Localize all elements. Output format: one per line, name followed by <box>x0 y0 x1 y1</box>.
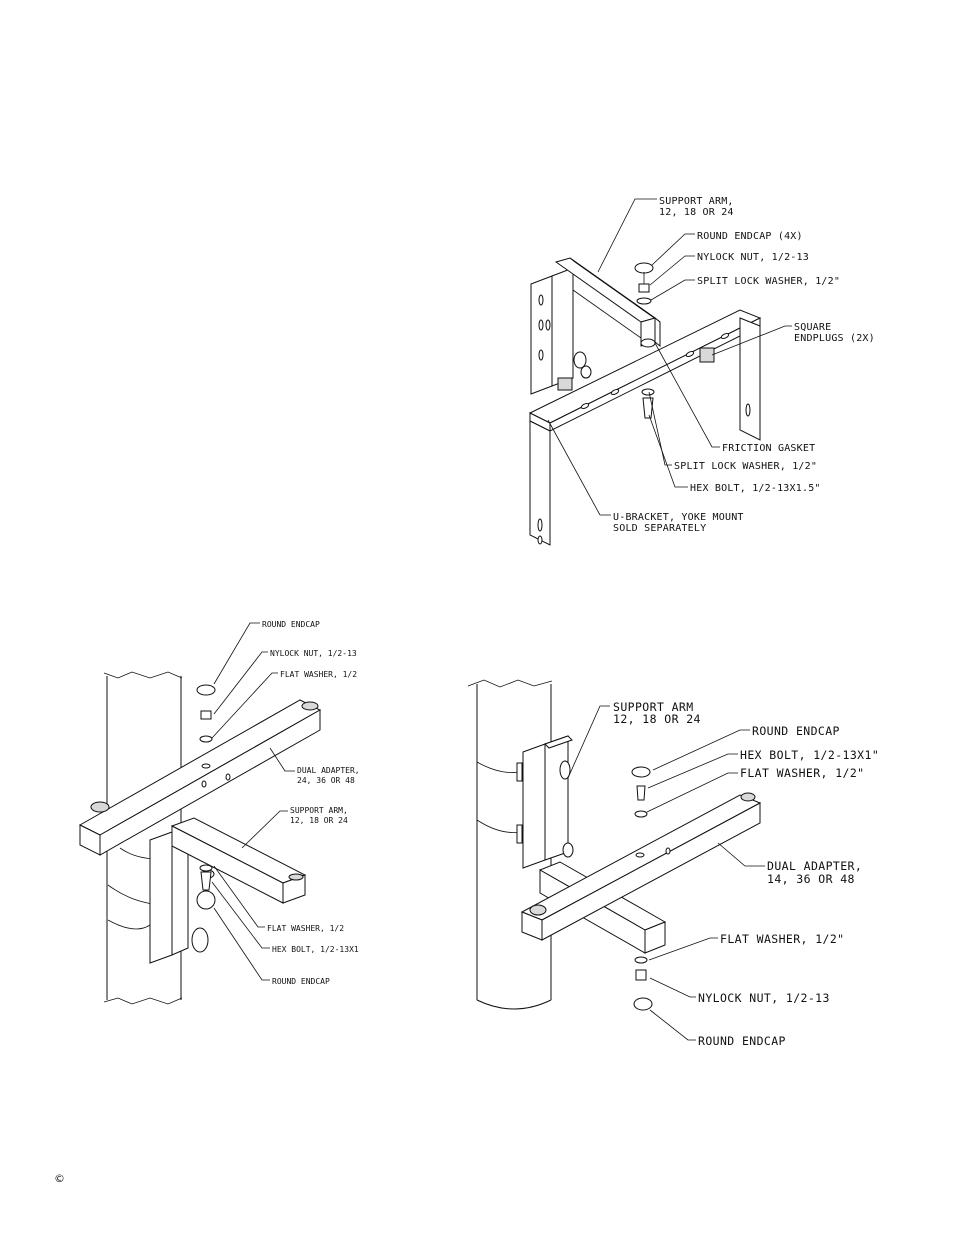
label-left-nylock-nut: NYLOCK NUT, 1/2-13 <box>270 649 357 658</box>
label-left-dual-adapter-line2: 24, 36 OR 48 <box>297 776 355 785</box>
diagram-top: SUPPORT ARM, 12, 18 OR 24 ROUND ENDCAP (… <box>528 196 875 546</box>
label-right-support-arm-line2: 12, 18 OR 24 <box>613 712 701 726</box>
label-right-support-arm-line1: SUPPORT ARM <box>613 700 694 714</box>
label-u-bracket-line2: SOLD SEPARATELY <box>613 523 706 534</box>
label-nylock-nut: NYLOCK NUT, 1/2-13 <box>697 252 809 263</box>
label-u-bracket-line1: U-BRACKET, YOKE MOUNT <box>613 512 744 523</box>
dual-adapter-drawing-right <box>520 792 762 941</box>
label-left-dual-adapter-line1: DUAL ADAPTER, <box>297 766 360 775</box>
label-right-round-endcap-bottom: ROUND ENDCAP <box>698 1034 786 1048</box>
label-square-endplugs-line2: ENDPLUGS (2X) <box>794 333 875 344</box>
label-support-arm-line1: SUPPORT ARM, <box>659 196 734 207</box>
label-square-endplugs-line1: SQUARE <box>794 322 831 333</box>
leader-lines-left <box>211 622 295 981</box>
label-right-flat-washer-bottom: FLAT WASHER, 1/2" <box>720 932 845 946</box>
diagram-left: ROUND ENDCAP NYLOCK NUT, 1/2-13 FLAT WAS… <box>78 620 360 1005</box>
support-arm-drawing <box>530 257 661 395</box>
label-left-round-endcap-top: ROUND ENDCAP <box>262 620 320 629</box>
label-left-support-arm-line1: SUPPORT ARM, <box>290 806 348 815</box>
label-split-lock-washer-top: SPLIT LOCK WASHER, 1/2" <box>697 276 840 287</box>
label-support-arm-line2: 12, 18 OR 24 <box>659 207 734 218</box>
label-left-hex-bolt: HEX BOLT, 1/2-13X1 <box>272 945 359 954</box>
label-right-nylock-nut: NYLOCK NUT, 1/2-13 <box>698 991 830 1005</box>
label-hex-bolt: HEX BOLT, 1/2-13X1.5" <box>690 483 821 494</box>
leader-lines-top <box>547 198 792 516</box>
copyright-symbol: © <box>54 1172 65 1185</box>
label-split-lock-washer-bottom: SPLIT LOCK WASHER, 1/2" <box>674 461 817 472</box>
label-right-flat-washer-top: FLAT WASHER, 1/2" <box>740 766 865 780</box>
label-round-endcap: ROUND ENDCAP (4X) <box>697 231 803 242</box>
label-right-round-endcap-top: ROUND ENDCAP <box>752 724 840 738</box>
hardware-stack-top <box>634 262 656 419</box>
label-left-flat-washer-bottom: FLAT WASHER, 1/2 <box>267 924 344 933</box>
label-right-dual-adapter-line1: DUAL ADAPTER, <box>767 859 862 873</box>
leader-lines-right <box>567 705 765 1041</box>
label-friction-gasket: FRICTION GASKET <box>722 443 815 454</box>
diagram-right: SUPPORT ARM 12, 18 OR 24 ROUND ENDCAP HE… <box>467 679 879 1048</box>
support-arm-drawing-left <box>149 817 307 964</box>
hardware-stack-right <box>631 766 653 1011</box>
label-right-dual-adapter-line2: 14, 36 OR 48 <box>767 872 855 886</box>
label-right-hex-bolt: HEX BOLT, 1/2-13X1" <box>740 748 879 762</box>
u-bracket-drawing <box>528 309 762 546</box>
dual-adapter-drawing-left <box>78 699 322 856</box>
hardware-stack-left <box>196 684 216 910</box>
label-left-round-endcap-bottom: ROUND ENDCAP <box>272 977 330 986</box>
label-left-flat-washer-top: FLAT WASHER, 1/2 <box>280 670 357 679</box>
label-left-support-arm-line2: 12, 18 OR 24 <box>290 816 348 825</box>
